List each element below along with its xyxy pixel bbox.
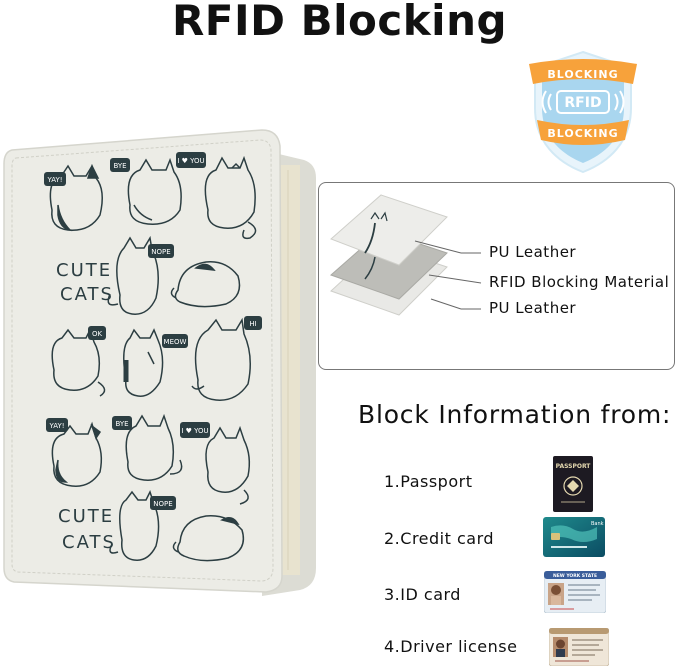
rfid-badge-icon: BLOCKING RFID BLOCKING — [527, 46, 639, 176]
passport-holder-wallet: YAY! BYE I ♥ YOU CUTE CAT — [0, 120, 320, 600]
cat-illustration — [204, 155, 257, 240]
block-item-label: 1.Passport — [384, 472, 473, 491]
svg-text:BYE: BYE — [113, 162, 126, 170]
cute-cats-slogan: CUTE CATS — [56, 260, 114, 305]
speech-bubble: BYE — [110, 158, 130, 172]
driver-license-icon — [549, 628, 609, 666]
svg-text:I ♥ YOU: I ♥ YOU — [177, 157, 204, 165]
speech-bubble: I ♥ YOU — [176, 152, 206, 168]
layer-label: PU Leather — [489, 299, 577, 317]
cat-illustration — [109, 490, 160, 561]
badge-center-text: RFID — [564, 95, 601, 111]
material-layers-panel: PU Leather RFID Blocking Material PU Lea… — [318, 182, 675, 370]
speech-bubble: NOPE — [148, 244, 174, 258]
svg-text:NOPE: NOPE — [151, 248, 170, 256]
id-card-icon: NEW YORK STATE — [544, 571, 606, 613]
passport-icon: PASSPORT — [553, 456, 593, 512]
svg-text:HI: HI — [249, 320, 256, 328]
cat-illustration — [172, 515, 245, 562]
block-item-label: 4.Driver license — [384, 637, 518, 656]
speech-bubble: YAY! — [44, 172, 66, 186]
speech-bubble: NOPE — [150, 496, 176, 510]
svg-text:CUTE: CUTE — [58, 506, 114, 527]
speech-bubble: I ♥ YOU — [180, 422, 210, 438]
cat-illustration — [127, 157, 182, 225]
svg-text:MEOW: MEOW — [164, 338, 187, 346]
svg-text:OK: OK — [92, 330, 103, 338]
svg-text:NOPE: NOPE — [153, 500, 172, 508]
svg-text:YAY!: YAY! — [46, 176, 62, 184]
svg-text:NEW YORK STATE: NEW YORK STATE — [553, 573, 597, 579]
cat-illustration — [123, 328, 164, 397]
cat-illustration — [170, 261, 241, 308]
svg-text:BYE: BYE — [115, 420, 128, 428]
layer-label: PU Leather — [489, 243, 577, 261]
cat-illustration — [51, 328, 106, 397]
credit-card-icon: Bank — [543, 517, 605, 557]
cute-cats-slogan: CUTE CATS — [58, 506, 116, 553]
svg-text:PASSPORT: PASSPORT — [556, 463, 592, 470]
speech-bubble: MEOW — [162, 334, 188, 348]
svg-text:I ♥ YOU: I ♥ YOU — [181, 427, 208, 435]
cat-illustration — [107, 235, 159, 315]
speech-bubble: BYE — [112, 416, 132, 430]
layer-label: RFID Blocking Material — [489, 273, 670, 291]
badge-top-text: BLOCKING — [547, 68, 618, 81]
cat-illustration — [125, 413, 183, 481]
svg-text:CATS: CATS — [60, 284, 114, 305]
page-title: RFID Blocking — [171, 0, 508, 45]
cat-illustration — [205, 425, 251, 505]
speech-bubble: HI — [244, 316, 262, 330]
speech-bubble: OK — [88, 326, 106, 340]
block-info-heading: Block Information from: — [358, 400, 672, 429]
badge-bottom-text: BLOCKING — [547, 127, 618, 140]
svg-text:YAY!: YAY! — [48, 422, 64, 430]
svg-text:Bank: Bank — [591, 521, 604, 527]
cat-illustration — [51, 421, 103, 487]
block-item-label: 3.ID card — [384, 585, 461, 604]
cat-illustration — [191, 317, 251, 401]
svg-text:CATS: CATS — [62, 532, 116, 553]
layer-diagram — [330, 194, 482, 316]
svg-text:CUTE: CUTE — [56, 260, 112, 281]
speech-bubble: YAY! — [46, 418, 68, 432]
block-item-label: 2.Credit card — [384, 529, 495, 548]
